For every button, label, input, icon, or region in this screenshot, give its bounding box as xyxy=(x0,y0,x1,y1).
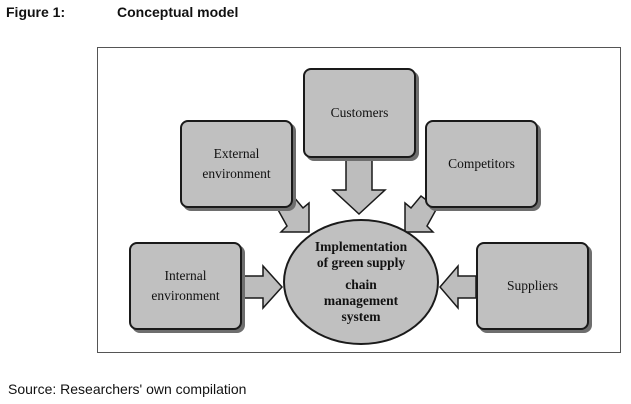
competitors-label: Competitors xyxy=(448,156,515,172)
external-environment-box: External environment xyxy=(180,120,293,208)
competitors-box: Competitors xyxy=(425,120,538,208)
internal-environment-box: Internal environment xyxy=(129,242,242,330)
source-note: Source: Researchers' own compilation xyxy=(8,381,247,397)
figure-label: Figure 1: xyxy=(6,4,66,20)
arrow-internal xyxy=(242,264,284,310)
figure-title: Conceptual model xyxy=(117,4,239,20)
gscm-implementation-ellipse: Implementation of green supply chain man… xyxy=(283,219,439,345)
customers-box: Customers xyxy=(303,68,416,158)
suppliers-box: Suppliers xyxy=(476,242,589,330)
customers-label: Customers xyxy=(330,105,389,121)
center-line-4: management xyxy=(323,293,399,309)
arrow-customers xyxy=(331,157,387,216)
arrow-suppliers xyxy=(439,263,477,311)
center-line-5: system xyxy=(341,309,381,325)
center-line-2: of green supply xyxy=(316,254,406,270)
internal-environment-label: Internal environment xyxy=(151,268,220,303)
center-line-1: Implementation xyxy=(314,238,408,254)
external-environment-label: External environment xyxy=(202,146,271,181)
center-line-3: chain xyxy=(345,276,377,292)
suppliers-label: Suppliers xyxy=(506,278,558,294)
